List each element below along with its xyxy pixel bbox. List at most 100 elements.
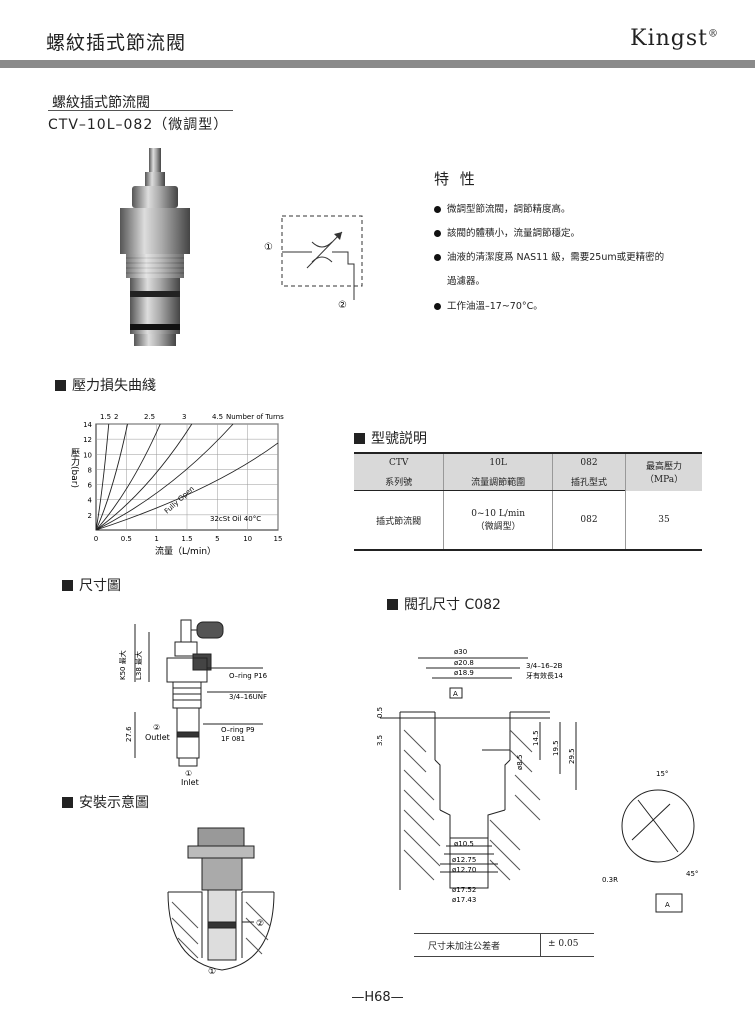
page-header-title: 螺紋插式節流閥 bbox=[46, 32, 187, 54]
cav-d12-70: ø12.70 bbox=[452, 866, 476, 874]
series-line bbox=[95, 442, 279, 531]
outlet-number: ② bbox=[153, 723, 160, 732]
y-tick-label: 8 bbox=[88, 466, 92, 474]
cav-d12-75: ø12.75 bbox=[452, 856, 476, 864]
cav-d8-5: ø8.5 bbox=[516, 755, 524, 770]
cav-d20-8: ø20.8 bbox=[454, 659, 474, 667]
product-model: CTV–10L–082（微調型） bbox=[48, 117, 229, 133]
tolerance-label: 尺寸未加注公差者 bbox=[428, 942, 501, 952]
y-tick-labels: 2 4 6 8 10 12 14 bbox=[83, 421, 92, 520]
title-underline bbox=[48, 110, 233, 111]
outlet-label: Outlet bbox=[145, 733, 170, 742]
x-tick-label: 10 bbox=[243, 535, 252, 543]
install-port1: ① bbox=[208, 967, 216, 977]
dim-oring-p16: O–ring P16 bbox=[229, 672, 268, 680]
cell-cavity: 082 bbox=[551, 490, 626, 551]
cav-angle-15: 15° bbox=[656, 770, 668, 778]
header-10l: 10L bbox=[443, 452, 553, 472]
cav-thread-length: 牙有效長14 bbox=[526, 671, 563, 680]
dim-oring-code: 1F 081 bbox=[221, 735, 245, 743]
feature-item: 微調型節流閥，調節精度高。 bbox=[434, 201, 571, 215]
inlet-label: Inlet bbox=[181, 778, 199, 787]
y-tick-label: 2 bbox=[88, 512, 92, 520]
installation-drawing: ② ① bbox=[167, 827, 275, 977]
cell-type: 插式節流閥 bbox=[354, 490, 444, 551]
chart-lines bbox=[95, 423, 279, 531]
cav-d18-9: ø18.9 bbox=[454, 669, 474, 677]
header-ctv: CTV bbox=[354, 452, 444, 472]
subheader-cavity: 插孔型式 bbox=[551, 472, 626, 491]
cav-0-5: 0.5 bbox=[376, 707, 384, 718]
y-tick-label: 6 bbox=[88, 482, 93, 490]
series-line bbox=[95, 423, 161, 531]
cav-3-5: 3.5 bbox=[376, 735, 384, 746]
cav-19-5: 19.5 bbox=[552, 740, 560, 756]
section-model-title: 型號説明 bbox=[354, 428, 427, 448]
product-name: 螺紋插式節流閥 bbox=[52, 95, 150, 111]
section-install-title: 安裝示意圖 bbox=[62, 792, 149, 812]
feature-item: 工作油溫–17~70°C。 bbox=[434, 298, 543, 312]
features-title: 特 性 bbox=[434, 170, 478, 188]
hydraulic-symbol: ① ② bbox=[264, 215, 363, 311]
cav-datum-a: A bbox=[453, 690, 458, 698]
feature-item: 該閥的體積小，流量調節穩定。 bbox=[434, 225, 580, 239]
install-port2: ② bbox=[256, 919, 264, 929]
subheader-series: 系列號 bbox=[354, 472, 444, 491]
x-tick-label: 1 bbox=[154, 535, 158, 543]
section-dimensions-title: 尺寸圖 bbox=[62, 575, 121, 595]
subheader-flow-range: 流量調節範圍 bbox=[443, 472, 553, 491]
x-axis-label: 流量（L/min） bbox=[155, 545, 216, 557]
header-max-pressure: 最高壓力（MPa） bbox=[625, 452, 702, 491]
x-tick-label: 15 bbox=[274, 535, 283, 543]
brand-mark: ® bbox=[708, 28, 719, 40]
feature-item-continued: 過濾器。 bbox=[447, 276, 486, 287]
top-tick-label: 2 bbox=[114, 413, 118, 421]
valve-photo bbox=[120, 148, 190, 346]
cav-d17-52: ø17.52 bbox=[452, 886, 476, 894]
cav-radius: 0.3R bbox=[602, 876, 618, 884]
section-pressure-title: 壓力損失曲綫 bbox=[55, 375, 156, 395]
inlet-number: ① bbox=[185, 769, 192, 778]
y-tick-label: 10 bbox=[83, 451, 92, 459]
port2-label: ② bbox=[338, 300, 347, 311]
oil-annotation: 32cSt Oil 40°C bbox=[210, 515, 261, 523]
model-table: CTV 10L 082 最高壓力（MPa） 系列號 流量調節範圍 插孔型式 插式… bbox=[354, 452, 702, 551]
series-line bbox=[95, 423, 128, 531]
brand-name: Kingst bbox=[630, 26, 708, 51]
cav-d17-43: ø17.43 bbox=[452, 896, 476, 904]
dim-thread: 3/4–16UNF bbox=[229, 693, 267, 701]
section-cavity-title: 閥孔尺寸 C082 bbox=[387, 594, 501, 614]
top-tick-label: 4.5 bbox=[212, 413, 223, 421]
top-tick-label: 3 bbox=[182, 413, 186, 421]
series-line bbox=[95, 423, 110, 531]
series-line bbox=[95, 423, 234, 531]
dim-27-6: 27.6 bbox=[125, 726, 133, 742]
cav-29-5: 29.5 bbox=[568, 748, 576, 764]
dim-k: K50 最大 bbox=[118, 650, 127, 680]
cav-angle-45: 45° bbox=[686, 870, 698, 878]
y-tick-label: 14 bbox=[83, 421, 92, 429]
cav-d30: ø30 bbox=[454, 648, 467, 656]
cell-flow: 0~10 L/min（微調型） bbox=[443, 490, 553, 551]
x-tick-label: 0.5 bbox=[121, 535, 132, 543]
y-axis-label: 壓力(bar) bbox=[69, 448, 80, 488]
page-number: —H68— bbox=[351, 990, 404, 1005]
dimension-drawing: K50 最大 L38 最大 O–ring P16 3/4–16UNF O–rin… bbox=[118, 619, 268, 787]
top-tick-label: 2.5 bbox=[144, 413, 155, 421]
y-tick-label: 12 bbox=[83, 436, 92, 444]
chart-grid bbox=[95, 423, 279, 531]
feature-item: 油液的清潔度爲 NAS11 級，需要25um或更精密的 bbox=[434, 249, 664, 263]
dim-l: L38 最大 bbox=[134, 651, 143, 680]
x-tick-label: 0 bbox=[94, 535, 98, 543]
top-tick-label: 1.5 bbox=[100, 413, 111, 421]
dim-oring-p9: O–ring P9 bbox=[221, 726, 255, 734]
cell-pressure: 35 bbox=[625, 490, 702, 551]
tolerance-value: ± 0.05 bbox=[548, 939, 579, 949]
y-tick-label: 4 bbox=[88, 497, 93, 505]
tolerance-note: 尺寸未加注公差者 ± 0.05 bbox=[414, 933, 594, 957]
cavity-drawing: ø30 ø20.8 ø18.9 3/4–16–2B 牙有效長14 A 0.5 3… bbox=[376, 648, 698, 913]
x-tick-label: 1.5 bbox=[181, 535, 192, 543]
